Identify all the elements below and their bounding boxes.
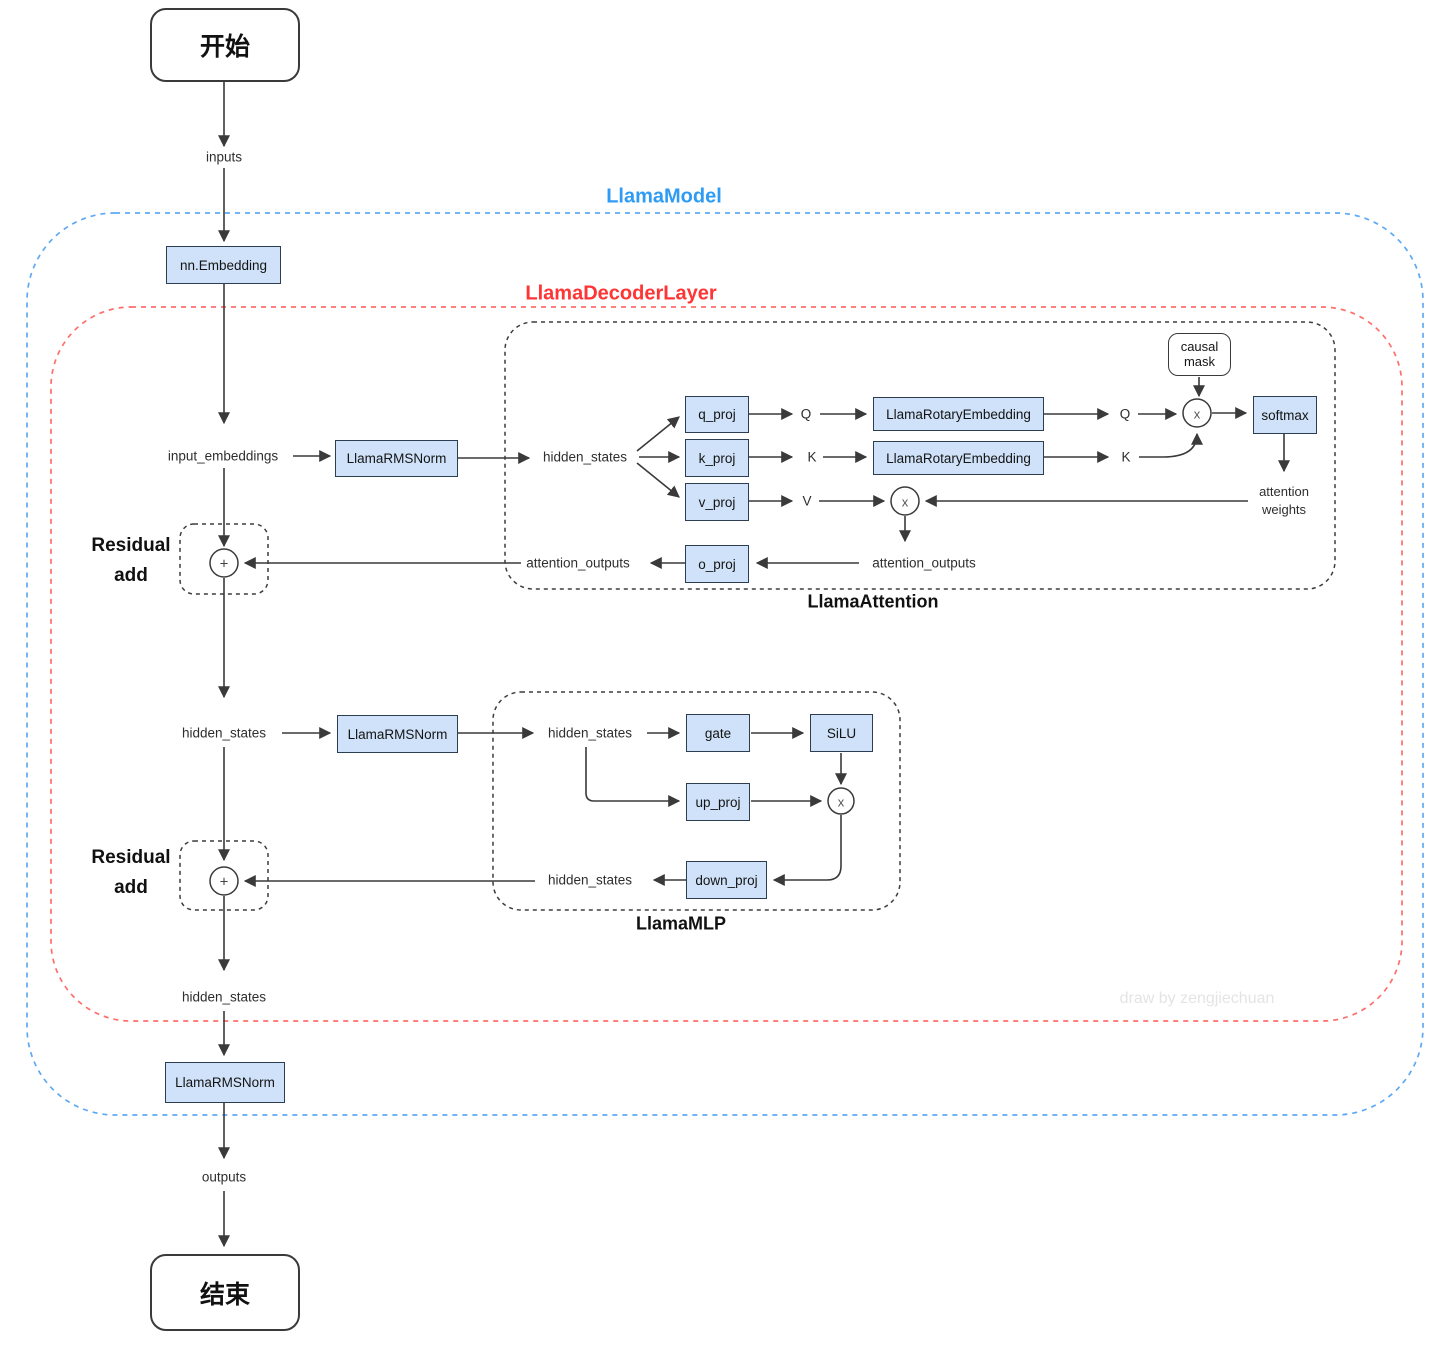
matmul1-op: x <box>1182 398 1212 428</box>
attention-weights-label: attention weights <box>1259 483 1309 519</box>
rotary-embedding1-node: LlamaRotaryEmbedding <box>873 397 1044 431</box>
matmul1-circle <box>1182 398 1212 428</box>
residual-add-1-label: Residual add <box>91 531 170 591</box>
llama-decoder-layer-container <box>50 306 1403 1022</box>
llama-model-title: LlamaModel <box>606 185 722 208</box>
residual2-line1: Residual <box>91 847 171 868</box>
edge-hidden-states-to-q-proj <box>636 416 680 452</box>
causal-mask-line1: causal <box>1180 338 1219 354</box>
causal-mask-node: causal mask <box>1168 333 1231 376</box>
matmul2-symbol: x <box>902 495 909 510</box>
plus1-circle <box>209 548 239 578</box>
o-proj-node: o_proj <box>685 545 749 583</box>
hidden-states-attn-label: hidden_states <box>542 449 628 465</box>
hidden-states-mlp-out-label: hidden_states <box>547 872 633 888</box>
v-proj-node: v_proj <box>685 483 749 521</box>
residual-plus2-op: + <box>209 866 239 896</box>
outputs-label: outputs <box>201 1169 247 1185</box>
llama-decoder-layer-title: LlamaDecoderLayer <box>525 282 717 305</box>
rmsnorm3-node: LlamaRMSNorm <box>165 1062 285 1103</box>
attention-weights-line2: weights <box>1261 502 1307 517</box>
residual-add-2-label: Residual add <box>91 843 170 903</box>
residual-add-1-container <box>179 523 269 595</box>
matmul1-symbol: x <box>1194 407 1201 422</box>
v-label: V <box>802 493 812 509</box>
rotary-embedding2-node: LlamaRotaryEmbedding <box>873 441 1044 475</box>
attention-weights-line1: attention <box>1259 484 1309 499</box>
embedding-node: nn.Embedding <box>166 246 281 284</box>
residual-plus1-op: + <box>209 548 239 578</box>
input-embeddings-label: input_embeddings <box>167 448 279 464</box>
gate-node: gate <box>686 714 750 752</box>
k-label: K <box>807 449 817 465</box>
edge-matmul3-to-down-proj <box>772 815 842 886</box>
residual-line2: add <box>114 565 148 586</box>
q-label: Q <box>800 406 812 422</box>
silu-node: SiLU <box>810 714 873 752</box>
end-node: 结束 <box>150 1254 300 1331</box>
llama-mlp-title: LlamaMLP <box>635 913 727 934</box>
matmul2-op: x <box>890 486 920 516</box>
residual2-line2: add <box>114 877 148 898</box>
edge-hidden-states-to-v-proj <box>636 462 680 498</box>
hidden-states-mlp-in-label: hidden_states <box>547 725 633 741</box>
llama-attention-title: LlamaAttention <box>807 591 939 612</box>
q-proj-node: q_proj <box>685 396 749 433</box>
watermark-label: draw by zengjiechuan <box>1119 990 1275 1007</box>
residual-line1: Residual <box>91 535 171 556</box>
plus1-symbol: + <box>220 556 229 573</box>
edge-k2-to-matmul1 <box>1139 432 1203 458</box>
rmsnorm1-node: LlamaRMSNorm <box>335 440 458 477</box>
plus2-symbol: + <box>220 874 229 891</box>
llama-attention-container <box>504 321 1336 590</box>
edge-hidden-states-to-up-proj <box>585 747 681 807</box>
k2-label: K <box>1121 449 1131 465</box>
matmul2-circle <box>890 486 920 516</box>
softmax-node: softmax <box>1253 396 1317 434</box>
start-node: 开始 <box>150 8 300 82</box>
llama-model-container <box>26 212 1424 1116</box>
down-proj-node: down_proj <box>686 861 767 899</box>
causal-mask-line2: mask <box>1183 353 1216 369</box>
matmul3-symbol: x <box>838 795 845 810</box>
matmul3-op: x <box>827 787 855 815</box>
rmsnorm2-node: LlamaRMSNorm <box>337 715 458 753</box>
k-proj-node: k_proj <box>685 439 749 477</box>
matmul3-circle <box>827 787 855 815</box>
q2-label: Q <box>1119 406 1131 422</box>
inputs-label: inputs <box>205 149 243 165</box>
hidden-states-mid-label: hidden_states <box>181 725 267 741</box>
plus2-circle <box>209 866 239 896</box>
attention-outputs-right-label: attention_outputs <box>872 555 976 571</box>
llama-mlp-container <box>492 691 901 911</box>
attention-outputs-left-label: attention_outputs <box>526 555 630 571</box>
hidden-states-bottom-label: hidden_states <box>181 989 267 1005</box>
up-proj-node: up_proj <box>686 783 750 821</box>
